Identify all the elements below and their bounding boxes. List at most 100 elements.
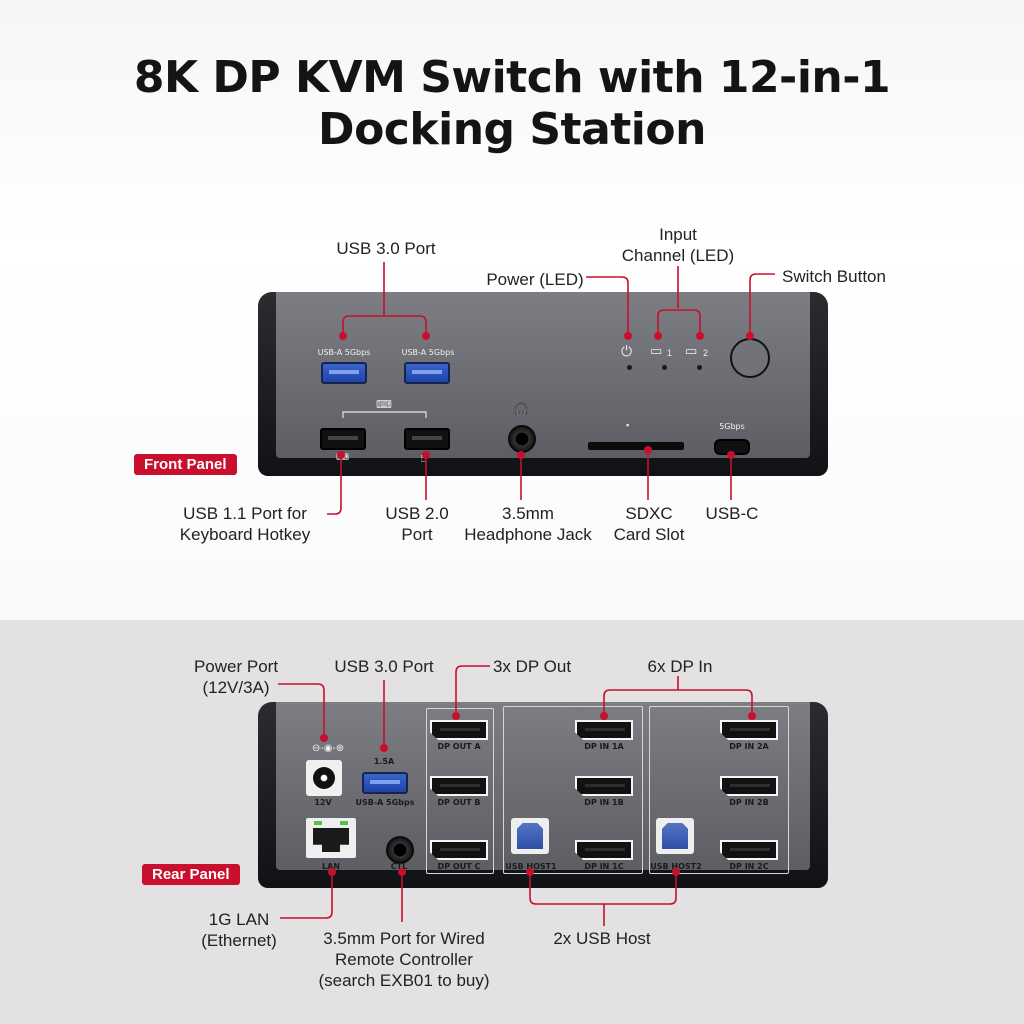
callout-usb11-line2: Keyboard Hotkey: [179, 525, 311, 544]
callout-sdxc-line2: Card Slot: [613, 525, 685, 544]
callout-usb11: USB 1.1 Port for Keyboard Hotkey: [160, 503, 330, 545]
callout-ctl-line3: (search EXB01 to buy): [318, 971, 490, 990]
callout-usb20-line2: Port: [401, 525, 433, 544]
callout-usb-host: 2x USB Host: [553, 929, 651, 948]
dp-in-2b-label: DP IN 2B: [729, 798, 769, 807]
monitor-icon-ch1: ▭: [650, 343, 663, 358]
callout-lan-line2: (Ethernet): [201, 931, 277, 950]
callout-lan-line1: 1G LAN: [208, 910, 270, 929]
dp-out-a-port: [430, 720, 488, 740]
front-usbc-port: [714, 439, 750, 455]
keyboard-small-icon: ⌨: [336, 452, 349, 462]
usb-current-label: 1.5A: [373, 757, 395, 766]
led-ch2-number: 2: [703, 348, 709, 358]
lan-led-left: [314, 821, 322, 825]
usb-host2-label: USB HOST2: [650, 862, 702, 871]
callout-ctl: 3.5mm Port for Wired Remote Controller (…: [312, 928, 496, 991]
callout-usbc: USB-C: [705, 504, 759, 523]
callout-input-channel-line1: Input: [659, 225, 697, 244]
callout-dp-in: 6x DP In: [647, 657, 713, 676]
rear-panel-tag: Rear Panel: [142, 864, 240, 885]
callout-input-channel-line2: Channel (LED): [621, 246, 735, 265]
usb-a-label-right: USB-A 5Gbps: [401, 348, 455, 357]
front-usb30-port-left: [321, 362, 367, 384]
dp-in-2c-label: DP IN 2C: [729, 862, 769, 871]
front-panel-tag: Front Panel: [134, 454, 237, 475]
lan-led-right: [340, 821, 348, 825]
callout-usb20: USB 2.0 Port: [370, 503, 464, 545]
mouse-icon: 🖱: [421, 452, 427, 462]
callout-rear-usb30: USB 3.0 Port: [334, 657, 434, 676]
dc-voltage-label: 12V: [314, 798, 332, 807]
callout-headphone-line2: Headphone Jack: [464, 525, 592, 544]
callout-usb11-line1: USB 1.1 Port for: [183, 504, 307, 523]
callout-power-port: Power Port (12V/3A): [176, 656, 296, 698]
lan-label: LAN: [322, 862, 340, 871]
callout-sdxc: SDXC Card Slot: [600, 503, 698, 545]
callout-power-port-line1: Power Port: [193, 657, 279, 676]
dp-in-2a-port: [720, 720, 778, 740]
power-icon: ⏻: [621, 343, 633, 359]
front-usb30-port-right: [404, 362, 450, 384]
dp-out-b-label: DP OUT B: [437, 798, 481, 807]
pc2-monitor-icon: ▭: [703, 707, 712, 716]
dp-out-c-port: [430, 840, 488, 860]
sd-card-icon: ▪: [626, 420, 630, 430]
lan-socket: [313, 828, 349, 852]
callout-ctl-line1: 3.5mm Port for Wired: [323, 929, 485, 948]
dp-in-1a-label: DP IN 1A: [584, 742, 624, 751]
callout-headphone-jack: 3.5mm Headphone Jack: [454, 503, 602, 545]
rear-usb-a-label: USB-A 5Gbps: [355, 798, 415, 807]
dp-out-b-port: [430, 776, 488, 796]
callout-input-channel: Input Channel (LED): [610, 224, 746, 266]
callout-power-led: Power (LED): [486, 270, 584, 289]
front-usb20-port: [404, 428, 450, 450]
sdxc-card-slot: [588, 442, 684, 450]
keyboard-icon: ⌨: [376, 399, 392, 411]
dp-in-2b-port: [720, 776, 778, 796]
led-ch1-number: 1: [667, 348, 673, 358]
dp-in-1c-port: [575, 840, 633, 860]
callout-dp-out: 3x DP Out: [492, 657, 572, 676]
callout-front-usb30: USB 3.0 Port: [336, 239, 436, 258]
monitor-icon-ch2: ▭: [685, 343, 698, 358]
dp-in-2c-port: [720, 840, 778, 860]
dp-out-c-label: DP OUT C: [437, 862, 481, 871]
page-title: 8K DP KVM Switch with 12-in-1 Docking St…: [0, 52, 1024, 156]
switch-button[interactable]: [730, 338, 770, 378]
callout-sdxc-line1: SDXC: [625, 504, 673, 523]
rear-usb30-port: [362, 772, 408, 794]
usb-host1-port: [511, 818, 549, 854]
callout-usb20-line1: USB 2.0: [385, 504, 449, 523]
front-usb11-port: [320, 428, 366, 450]
lan-port: [306, 818, 356, 858]
dp-in-2a-label: DP IN 2A: [729, 742, 769, 751]
dp-in-1a-port: [575, 720, 633, 740]
pc1-text: PC: [575, 707, 587, 716]
ctl-port: [386, 836, 414, 864]
dp-out-a-label: DP OUT A: [437, 742, 481, 751]
callout-power-port-line2: (12V/3A): [202, 678, 270, 697]
callout-ctl-line2: Remote Controller: [335, 950, 473, 969]
pc2-label: ▭ 2 PC: [696, 707, 740, 716]
channel2-led: [697, 365, 702, 370]
dp-in-1c-label: DP IN 1C: [584, 862, 624, 871]
usb-a-label-left: USB-A 5Gbps: [317, 348, 371, 357]
pc1-number: 1: [568, 707, 574, 716]
usb-host2-port: [656, 818, 694, 854]
title-line-1: 8K DP KVM Switch with 12-in-1: [133, 52, 891, 103]
pc2-text: PC: [721, 707, 733, 716]
power-led: [627, 365, 632, 370]
headphone-icon: 🎧: [513, 401, 530, 416]
dc-power-jack: [306, 760, 342, 796]
dp-in-1b-label: DP IN 1B: [584, 798, 624, 807]
usb-host1-label: USB HOST1: [505, 862, 557, 871]
pc1-label: ▭ 1 PC: [550, 707, 594, 716]
pc2-number: 2: [714, 707, 720, 716]
pc1-monitor-icon: ▭: [557, 707, 566, 716]
dp-in-1b-port: [575, 776, 633, 796]
callout-lan: 1G LAN (Ethernet): [184, 909, 294, 951]
dc-polarity-icon: ⊖-◉-⊕: [312, 743, 345, 754]
callout-switch-button: Switch Button: [782, 267, 886, 286]
usbc-speed-label: 5Gbps: [719, 422, 745, 431]
